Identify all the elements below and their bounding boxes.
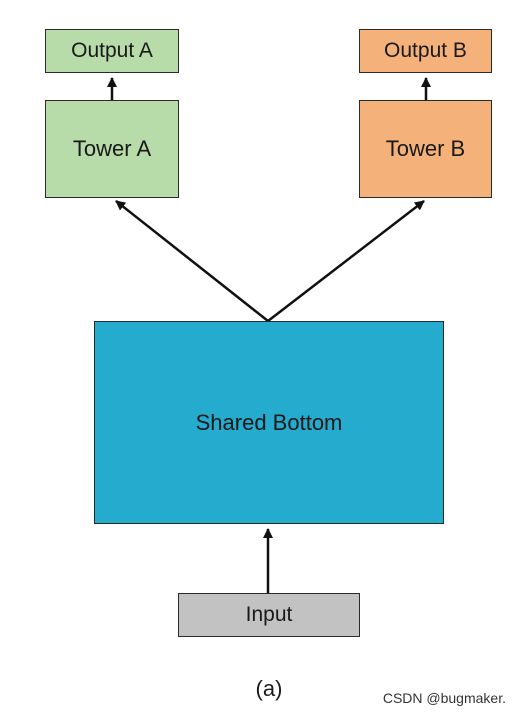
- tower-b-box: Tower B: [359, 100, 492, 198]
- output-a-label: Output A: [71, 39, 153, 62]
- figure-caption: (a): [255, 676, 283, 701]
- shared-bottom-box: Shared Bottom: [94, 321, 444, 524]
- watermark: CSDN @bugmaker.: [382, 690, 506, 706]
- arrow-shared-to-tower-a: [115, 200, 269, 322]
- tower-b-label: Tower B: [385, 136, 466, 161]
- output-a-box: Output A: [45, 29, 179, 73]
- tower-a-box: Tower A: [45, 100, 179, 198]
- output-b-label: Output B: [384, 39, 467, 62]
- input-box: Input: [178, 593, 360, 637]
- tower-a-label: Tower A: [72, 136, 152, 161]
- input-label: Input: [245, 603, 293, 626]
- shared-bottom-label: Shared Bottom: [195, 409, 343, 435]
- arrow-shared-to-tower-b: [267, 200, 425, 322]
- output-b-box: Output B: [359, 29, 492, 73]
